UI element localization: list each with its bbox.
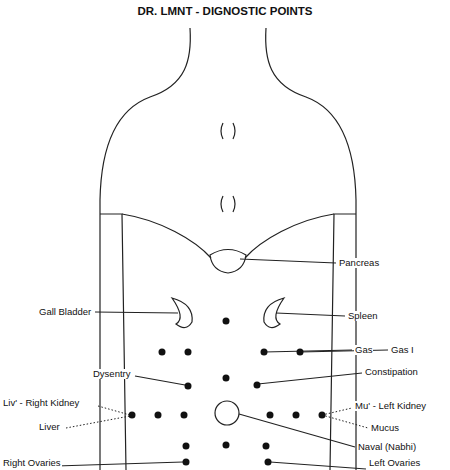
organ-label: Gas bbox=[354, 345, 373, 355]
organ-label: Mucus bbox=[370, 423, 400, 433]
organ-label: Gas I bbox=[390, 345, 415, 355]
organ-label: Gall Bladder bbox=[38, 307, 92, 317]
organ-label: Left Ovaries bbox=[368, 458, 421, 468]
diagram-title: DR. LMNT - DIGNOSTIC POINTS bbox=[0, 5, 450, 17]
organ-label: Pancreas bbox=[338, 258, 380, 268]
organ-label: Naval (Nabhi) bbox=[357, 442, 417, 452]
organ-label: Spleen bbox=[347, 311, 379, 321]
organ-label: Mu' - Left Kidney bbox=[354, 401, 427, 411]
organ-label: Liver bbox=[38, 422, 61, 432]
organ-label: Constipation bbox=[364, 367, 419, 377]
organ-label: Liv' - Right Kidney bbox=[2, 398, 80, 408]
organ-label: Dysentry bbox=[92, 369, 131, 379]
organ-label: Right Ovaries bbox=[2, 458, 62, 468]
